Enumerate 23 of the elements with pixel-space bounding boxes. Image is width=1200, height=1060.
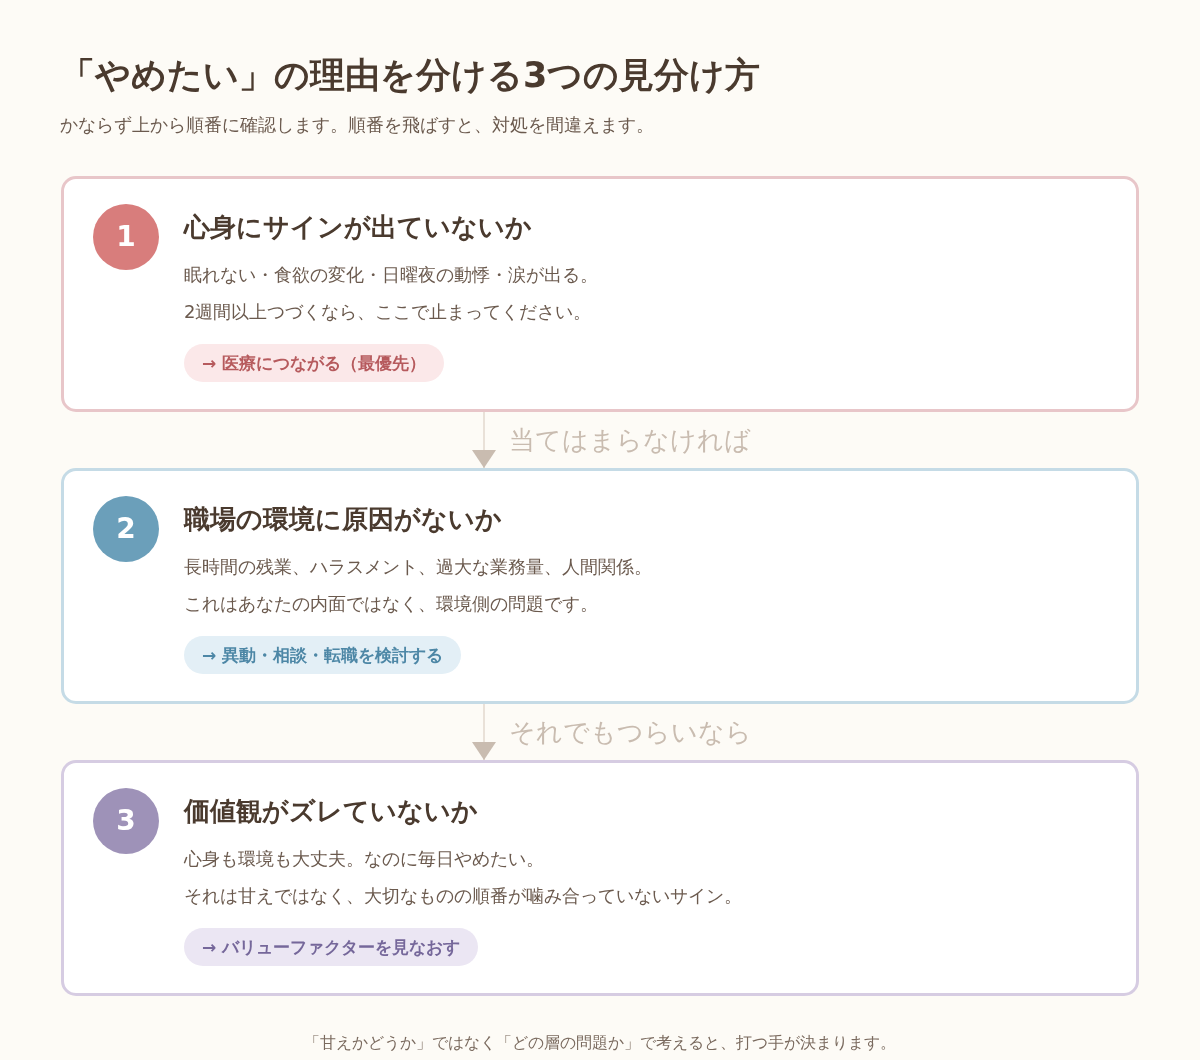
step-number: 2: [93, 496, 159, 562]
arrow: [472, 411, 496, 469]
subtitle: かならず上から順番に確認します。順番を飛ばすと、対処を間違えます。: [60, 113, 654, 137]
step-description: 長時間の残業、ハラスメント、過大な業務量、人間関係。: [184, 555, 652, 579]
action-pill: → バリューファクターを見なおす: [184, 928, 479, 966]
step-heading: 心身にサインが出ていないか: [184, 211, 532, 244]
step-description: これはあなたの内面ではなく、環境側の問題です。: [184, 592, 598, 616]
step-description: 心身も環境も大丈夫。なのに毎日やめたい。: [184, 847, 544, 871]
step-card: [61, 468, 1139, 704]
step-card: [61, 176, 1139, 412]
title: 「やめたい」の理由を分ける3つの見分け方: [60, 54, 761, 97]
step-description: 眠れない・食欲の変化・日曜夜の動悸・涙が出る。: [184, 263, 598, 287]
step-description: それは甘えではなく、大切なものの順番が噛み合っていないサイン。: [184, 884, 742, 908]
step-number: 3: [93, 788, 159, 854]
step-description: 2週間以上つづくなら、ここで止まってください。: [184, 300, 592, 324]
step-card: [61, 760, 1139, 996]
step-heading: 職場の環境に原因がないか: [184, 503, 502, 536]
action-pill: → 異動・相談・転職を検討する: [184, 636, 462, 674]
footnote: 「甘えかどうか」ではなく「どの層の問題か」で考えると、打つ手が決まります。: [304, 1033, 896, 1052]
arrow: [472, 703, 496, 761]
step-number: 1: [93, 204, 159, 270]
action-pill: → 医療につながる（最優先）: [184, 344, 445, 382]
step-heading: 価値観がズレていないか: [184, 795, 478, 828]
